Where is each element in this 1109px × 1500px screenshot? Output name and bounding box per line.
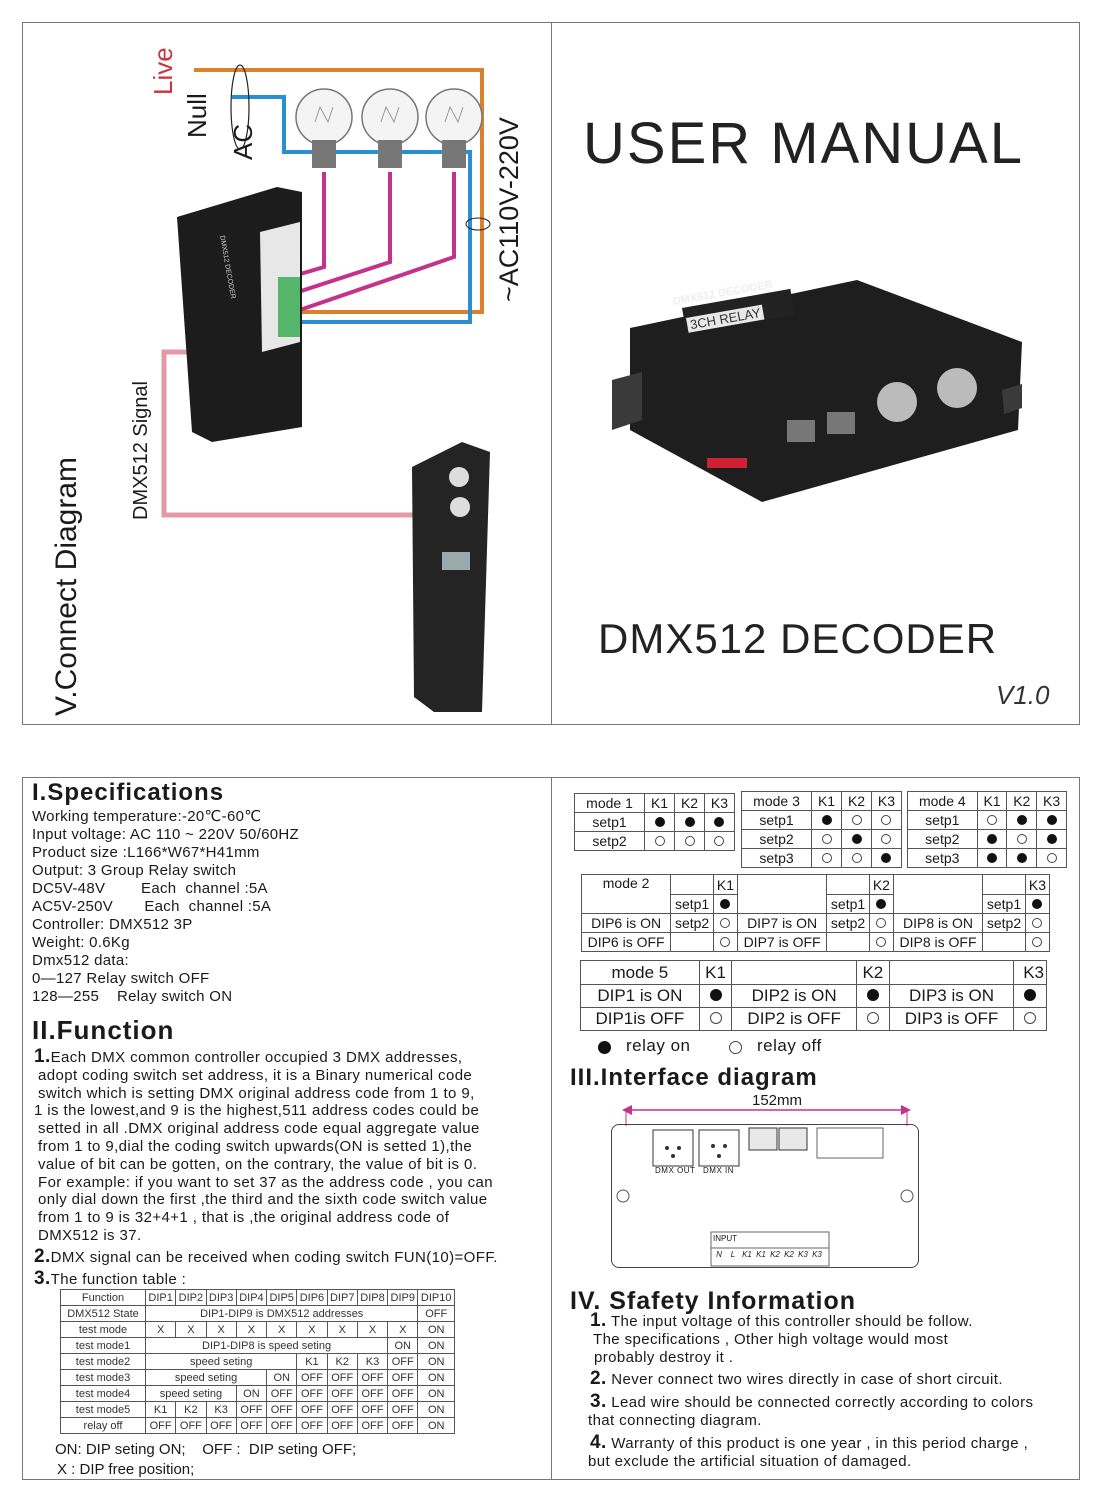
null-label: Null <box>182 93 212 138</box>
dmx-console <box>412 442 490 712</box>
connect-diagram-heading: V.Connect Diagram <box>50 456 83 716</box>
function-para-1: 1.Each DMX common controller occupied 3 … <box>34 1046 498 1289</box>
relay-on-icon <box>987 853 997 863</box>
connect-diagram <box>161 64 491 712</box>
table-legend-1: ON: DIP seting ON; OFF : DIP seting OFF; <box>55 1441 357 1458</box>
relay-off-icon <box>714 836 725 846</box>
input-label: INPUT <box>713 1234 737 1243</box>
interface-outline <box>611 1124 919 1268</box>
relay-off-icon <box>1032 937 1043 947</box>
relay-off-icon <box>720 918 731 928</box>
relay-on-icon <box>598 1041 611 1054</box>
relay-on-icon <box>881 853 892 863</box>
relay-off-icon <box>1032 918 1043 928</box>
relay-off-icon <box>881 815 892 825</box>
relay-on-icon <box>866 989 879 1001</box>
relay-on-icon <box>987 834 997 844</box>
relay-off-icon <box>876 937 887 947</box>
bulb-icon <box>361 88 419 168</box>
relay-off-icon <box>1046 853 1057 863</box>
dimension-arrow <box>622 1105 911 1126</box>
relay-on-icon <box>1046 834 1057 844</box>
relay-off-icon <box>709 1012 722 1024</box>
null-wire <box>232 95 472 324</box>
relay-on-icon <box>876 899 887 909</box>
terminal-row: N L K1 K1 K2 K2 K3 K3 <box>716 1250 822 1259</box>
cover-panel <box>551 22 1080 725</box>
safety-list: 1. The input voltage of this controller … <box>588 1310 1034 1470</box>
relay-off-icon <box>1016 834 1027 844</box>
manual-title: USER MANUAL <box>583 111 1024 176</box>
decoder-device <box>177 187 302 442</box>
relay-on-icon <box>720 899 731 909</box>
product-name: DMX512 DECODER <box>598 615 998 662</box>
table-row: DMX512 State DIP1-DIP9 is DMX512 address… <box>60 1305 455 1322</box>
bulb-icon <box>295 88 353 168</box>
relay-on-icon <box>821 815 832 825</box>
relay-off-icon <box>729 1041 742 1054</box>
version: V1.0 <box>996 680 1050 710</box>
bulb-icon <box>425 88 483 168</box>
relay-off-icon <box>821 853 832 863</box>
modes-panel <box>551 777 1080 1480</box>
relay-on-icon <box>654 817 665 827</box>
mode2-table: mode 2 K1 K2 K3 setp1 setp1 setp1 DIP6 i… <box>580 874 1051 952</box>
relay-on-icon <box>1032 899 1043 909</box>
width-dimension: 152mm <box>752 1092 803 1109</box>
relay-on-icon <box>709 989 722 1001</box>
relay-on-icon <box>684 817 695 827</box>
interface-heading: III.Interface diagram <box>570 1064 818 1091</box>
dmx-in-label: DMX IN <box>703 1166 734 1175</box>
function-table: Function DIP1 DIP2 DIP3 DIP4 DIP5 DIP6 D… <box>60 1289 455 1434</box>
relay-off-icon <box>720 937 731 947</box>
safety-heading: IV. Sfafety Information <box>570 1287 857 1315</box>
dmx-out-label: DMX OUT <box>655 1166 696 1175</box>
relay-off-icon <box>654 836 665 846</box>
relay-on-icon <box>1016 853 1027 863</box>
relay-off-icon <box>987 815 997 825</box>
relay-off-icon <box>851 815 862 825</box>
relay-off-icon <box>876 918 887 928</box>
table-legend-2: X : DIP free position; <box>57 1461 195 1478</box>
relay-off-icon <box>821 834 832 844</box>
ac-label: AC <box>228 123 258 160</box>
decoder-product-photo <box>612 280 1022 502</box>
dmx-signal-wire <box>161 349 422 518</box>
relay-off-icon <box>881 834 892 844</box>
relay-on-label: relay on <box>626 1036 691 1055</box>
table-row: Function DIP1 DIP2 DIP3 DIP4 DIP5 DIP6 D… <box>60 1289 455 1306</box>
specs-list: Working temperature:-20℃-60℃ Input volta… <box>32 808 299 1005</box>
relay-off-label: relay off <box>757 1036 822 1055</box>
relay-on-icon <box>1024 989 1037 1001</box>
interface-ports <box>616 1127 914 1267</box>
relay-off-icon <box>851 853 862 863</box>
signal-label: DMX512 Signal <box>130 381 152 520</box>
function-heading: II.Function <box>32 1015 175 1045</box>
relay-off-icon <box>684 836 695 846</box>
live-label: Live <box>148 47 178 95</box>
relay-on-icon <box>851 834 862 844</box>
specs-heading: I.Specifications <box>32 779 225 806</box>
voltage-label: ~AC110V-220V <box>494 117 524 302</box>
relay-on-icon <box>714 817 725 827</box>
relay-off-icon <box>866 1012 879 1024</box>
table-row: test mode1 DIP1-DIP8 is speed seting ON … <box>60 1337 455 1354</box>
relay-on-icon <box>1046 815 1057 825</box>
relay-on-icon <box>1016 815 1027 825</box>
relay-off-icon <box>1024 1012 1037 1024</box>
